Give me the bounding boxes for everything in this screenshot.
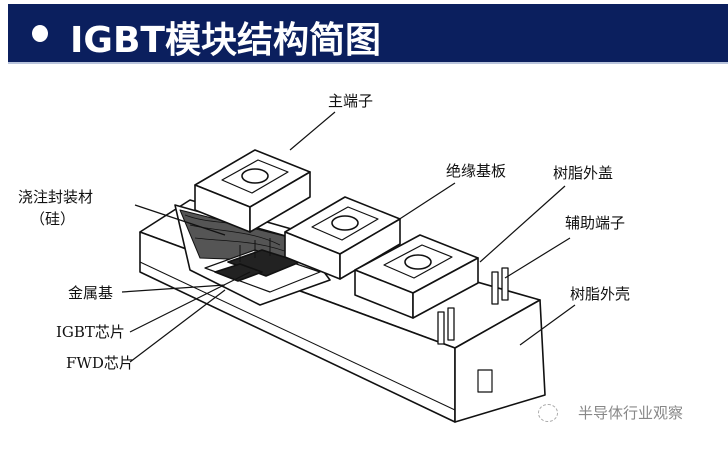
label-igbt-chip: IGBT芯片 <box>56 323 125 341</box>
label-resin-case: 树脂外壳 <box>570 285 631 303</box>
label-fwd-chip: FWD芯片 <box>66 354 134 372</box>
label-main-terminal: 主端子 <box>328 92 374 110</box>
main-terminal-block-1 <box>194 149 311 233</box>
leader-lines <box>121 111 576 363</box>
main-terminal-block-3 <box>354 234 479 319</box>
fwd-chip-shape <box>214 263 263 282</box>
label-insulating-substrate: 绝缘基板 <box>446 162 507 180</box>
label-aux-terminal: 辅助端子 <box>565 214 626 232</box>
label-resin-cover: 树脂外盖 <box>553 164 614 182</box>
title-banner: IGBT模块结构简图 <box>8 4 728 64</box>
watermark: 半导体行业观察 <box>578 404 684 422</box>
page-title: IGBT模块结构简图 <box>70 20 381 61</box>
label-potting-material-note: （硅） <box>30 210 76 228</box>
label-potting-material: 浇注封装材 <box>18 188 94 206</box>
wechat-icon <box>538 404 558 422</box>
cutaway-interior <box>174 204 331 306</box>
bullet-icon <box>32 25 48 42</box>
aux-terminals <box>437 267 509 345</box>
label-metal-base: 金属基 <box>68 284 114 302</box>
